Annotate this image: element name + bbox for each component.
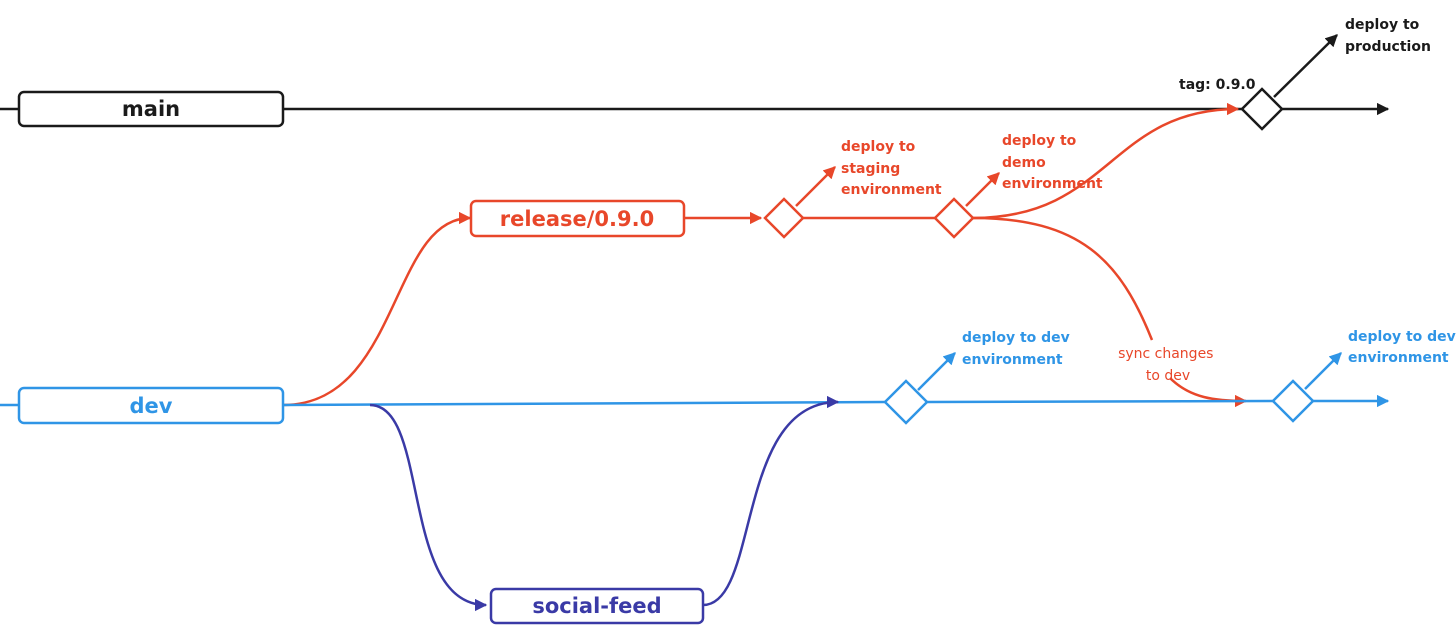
feature-branch-label: social-feed — [532, 594, 661, 618]
deploy-production-label: deploy to production — [1345, 17, 1431, 55]
dev-line — [282, 400, 886, 407]
deploy-dev-arrow-2 — [1304, 352, 1342, 390]
dev-commit-diamond-1 — [883, 379, 929, 425]
deploy-staging-arrow — [795, 166, 836, 207]
sync-changes-label: sync changes to dev — [1118, 346, 1218, 384]
deploy-dev-label-1: deploy to dev environment — [962, 330, 1075, 368]
release-to-main-curve — [972, 102, 1240, 220]
dev-line-mid — [926, 399, 1274, 404]
release-sync-to-dev-curve — [972, 216, 1154, 341]
deploy-demo-arrow — [965, 172, 1000, 207]
dev-branch-box — [17, 386, 285, 425]
dev-branch-label: dev — [130, 394, 173, 418]
deploy-demo-label: deploy to demo environment — [1002, 133, 1103, 192]
dev-commit-diamond-2 — [1271, 379, 1315, 423]
main-branch-box — [17, 90, 285, 128]
demo-commit-diamond — [933, 197, 975, 239]
tag-commit-diamond — [1240, 87, 1284, 131]
main-branch-label: main — [122, 97, 180, 121]
deploy-production-arrow — [1273, 34, 1338, 98]
release-branch-label: release/0.9.0 — [500, 207, 654, 231]
dev-to-release-curve — [282, 211, 472, 407]
dev-to-feature-curve — [369, 403, 488, 612]
deploy-staging-label: deploy to staging environment — [841, 139, 942, 198]
staging-commit-diamond — [763, 197, 805, 239]
tag-label: tag: 0.9.0 — [1179, 77, 1256, 93]
deploy-dev-arrow-1 — [917, 352, 956, 391]
feature-to-dev-curve — [702, 395, 840, 607]
deploy-dev-label-2: deploy to dev environment — [1348, 329, 1456, 366]
